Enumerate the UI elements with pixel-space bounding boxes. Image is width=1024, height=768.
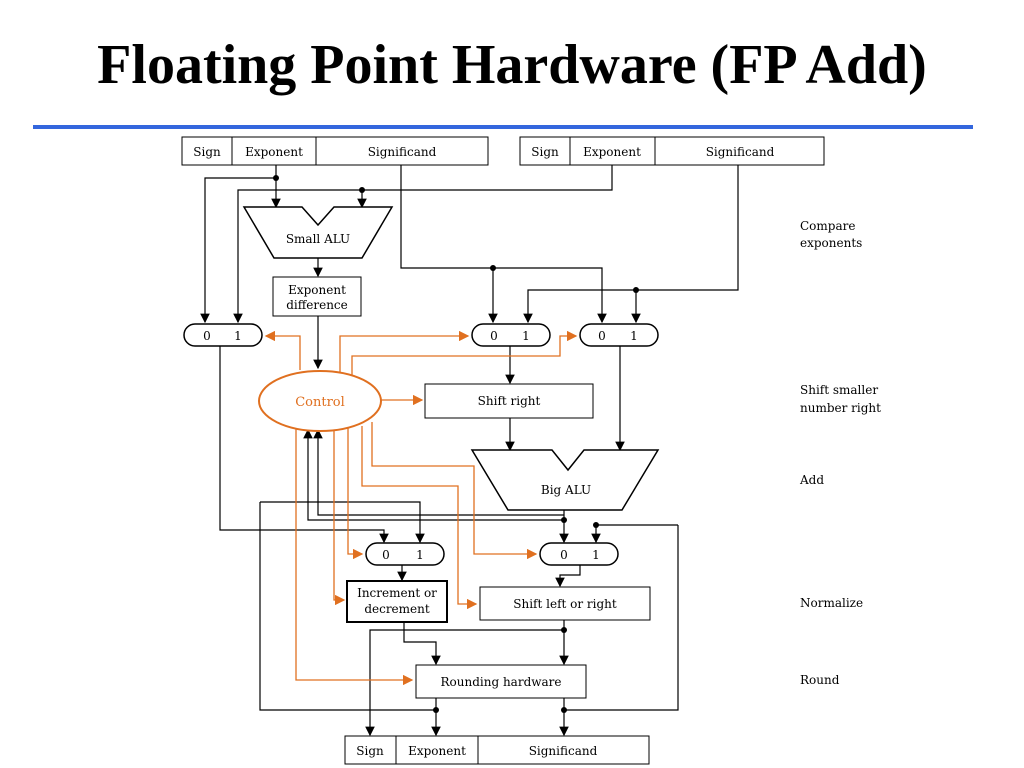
stage-shift-1: Shift smaller bbox=[800, 383, 878, 397]
control-unit: Control bbox=[258, 370, 382, 432]
exp-diff-line1: Exponent bbox=[288, 283, 346, 297]
mux-significand-normalize: 0 1 bbox=[539, 542, 619, 566]
stage-shift-2: number right bbox=[800, 401, 881, 415]
increment-decrement-block: Increment or decrement bbox=[346, 580, 448, 623]
output-sign: Sign bbox=[356, 744, 384, 758]
rounding-hardware-block: Rounding hardware bbox=[415, 664, 587, 699]
control-wires bbox=[264, 330, 578, 686]
svg-text:1: 1 bbox=[592, 548, 600, 562]
svg-text:1: 1 bbox=[416, 548, 424, 562]
wire-junctions bbox=[273, 175, 639, 713]
output-exponent: Exponent bbox=[408, 744, 466, 758]
mux-significand-a: 0 1 bbox=[471, 323, 551, 347]
big-alu-label: Big ALU bbox=[541, 483, 591, 497]
small-alu-label: Small ALU bbox=[286, 232, 350, 246]
page-title: Floating Point Hardware (FP Add) bbox=[97, 34, 927, 96]
svg-text:1: 1 bbox=[630, 329, 638, 343]
mux-exponent: 0 1 bbox=[183, 323, 263, 347]
exp-diff-line2: difference bbox=[286, 298, 348, 312]
svg-text:0: 0 bbox=[203, 329, 211, 343]
svg-text:Rounding hardware: Rounding hardware bbox=[440, 675, 561, 689]
stage-add: Add bbox=[799, 473, 824, 487]
small-alu: Small ALU bbox=[242, 206, 394, 259]
input-a-sign: Sign bbox=[193, 145, 221, 159]
shift-right-label: Shift right bbox=[478, 394, 541, 408]
big-alu: Big ALU bbox=[470, 449, 660, 511]
stage-normalize: Normalize bbox=[800, 596, 863, 610]
output-significand: Significand bbox=[529, 744, 598, 758]
svg-text:0: 0 bbox=[560, 548, 568, 562]
exponent-difference-block: Exponent difference bbox=[272, 276, 362, 317]
svg-text:1: 1 bbox=[234, 329, 242, 343]
svg-text:Shift left or right: Shift left or right bbox=[513, 597, 617, 611]
svg-text:0: 0 bbox=[598, 329, 606, 343]
svg-text:decrement: decrement bbox=[364, 602, 430, 616]
title-underline bbox=[33, 125, 973, 129]
mux-exponent-normalize: 0 1 bbox=[365, 542, 445, 566]
mux-significand-b: 0 1 bbox=[579, 323, 659, 347]
svg-text:0: 0 bbox=[382, 548, 390, 562]
stage-compare-2: exponents bbox=[800, 236, 862, 250]
shift-right-block: Shift right bbox=[424, 383, 594, 419]
stage-round: Round bbox=[800, 673, 840, 687]
stage-compare-1: Compare bbox=[800, 219, 855, 233]
control-label: Control bbox=[295, 395, 345, 410]
stage-labels: Compare exponents Shift smaller number r… bbox=[799, 219, 881, 687]
datapath-wires bbox=[200, 165, 739, 737]
shift-left-right-block: Shift left or right bbox=[479, 586, 651, 621]
svg-text:0: 0 bbox=[490, 329, 498, 343]
input-b-exponent: Exponent bbox=[583, 145, 641, 159]
svg-text:1: 1 bbox=[522, 329, 530, 343]
input-a-exponent: Exponent bbox=[245, 145, 303, 159]
input-b-significand: Significand bbox=[706, 145, 775, 159]
output-register: Sign Exponent Significand bbox=[344, 735, 650, 765]
input-b-sign: Sign bbox=[531, 145, 559, 159]
svg-text:Increment or: Increment or bbox=[357, 586, 437, 600]
input-register-b: Sign Exponent Significand bbox=[519, 136, 825, 166]
input-a-significand: Significand bbox=[368, 145, 437, 159]
input-register-a: Sign Exponent Significand bbox=[181, 136, 489, 166]
